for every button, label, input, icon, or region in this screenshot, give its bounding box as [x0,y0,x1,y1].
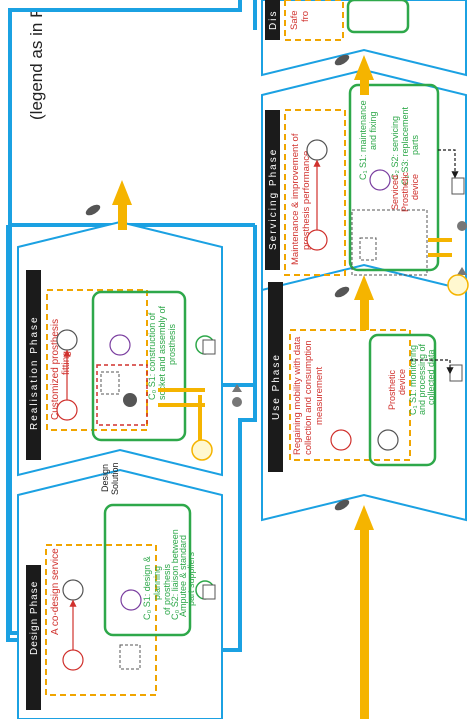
tools-icon [120,589,142,611]
servicing-device-line1: Serviced [390,175,400,210]
design-capability-line6: part suppliers [186,551,196,606]
orange-supply-arrows [158,388,205,440]
design-capability-line1: C₀ S1: design & [142,556,152,620]
design-folder-icon [202,584,216,600]
part-icon-2 [232,384,242,392]
use-device-line1: Prosthetic [387,369,397,410]
use-folder-icon [449,364,463,382]
use-phase-title: Use Phase [271,353,282,420]
phase-chevron-disposal [261,0,467,77]
disposal-phase-title-bar: Dis [265,0,280,40]
design-capability-line5: Amputee & standard [178,535,188,617]
prosthesis-icons [85,54,350,511]
servicing-capability-line1: C₁ S1: maintenance [358,100,368,180]
servicing-service-box: Maintenance & improvement of prosthesis … [284,109,346,276]
use-service-line3: measurement [314,367,325,425]
servicing-device-line3: device [410,174,420,200]
use-handshake-icon [330,429,352,451]
servicing-supply-arrows [428,238,452,257]
servicing-service-line1: Maintenance & improvement of [290,133,301,265]
servicing-capability-line5: parts [410,134,420,155]
design-service-box: A co-design service [45,544,157,696]
design-capability-line3: of prosthesis [162,563,172,615]
servicing-phase-title: Servicing Phase [268,148,279,250]
realisation-capability-line2: socket and assembly of [157,305,167,400]
use-service-box: Regaining mobility with data collection … [289,329,411,461]
design-phase-title-bar: Design Phase [26,565,41,710]
realisation-capability-line3: prosthesis [167,323,177,365]
user-group-icon [119,644,141,670]
realisation-tools-icon [109,334,131,356]
servicing-factory-icon [447,274,469,296]
design-phase-title: Design Phase [29,581,40,655]
servicing-capability-line3: C₂ S2: servicing [390,116,400,180]
design-solution-line2: Solution [110,462,120,495]
design-capability-box: C₀ S1: design & planning of prosthesis C… [103,503,196,637]
use-user-icon [377,429,399,451]
design-service-label: A co-design service [50,548,61,635]
part-icon [232,397,242,407]
user-icon [62,579,84,601]
legend-note: (legend as in F [27,8,46,120]
disposal-service-box [284,0,344,41]
servicing-service-line2: prosthesis performance [301,151,312,250]
realisation-capability-line1: C₀ S1: construction of [147,312,157,400]
use-service-line1: Regaining mobility with data [292,336,303,455]
disposal-service-line1: Safe [289,10,300,30]
servicing-device-line2: Prosthetic [400,171,410,212]
servicing-tools-icon [369,169,391,191]
use-device-line2: device [397,369,407,395]
use-service-line2: collection and consumption [303,340,314,455]
realisation-service-box: Customized prosthesis fitting [46,289,148,431]
servicing-capability-line2: and fixing [368,111,378,150]
servicing-part-icon-2 [457,267,467,275]
design-capability-line2: planning [152,566,162,600]
realisation-service-line1: Customized prosthesis [50,319,61,420]
phase-transition-arrows [112,55,374,719]
realisation-capability-box: C₀ S1: construction of socket and assemb… [91,290,187,442]
use-phase-title-bar: Use Phase [268,282,283,472]
realisation-phase-title: Realisation Phase [29,315,40,430]
realisation-user-icon [56,329,78,351]
disposal-capability-box [346,0,410,34]
realisation-phase-title-bar: Realisation Phase [26,270,41,460]
use-capability-box: C₁ S1: monitoring and processing of coll… [368,333,437,467]
realisation-user-group-icon [100,371,120,395]
handshake-icon [62,649,84,671]
design-solution-line1: Design [100,464,110,492]
use-capability-line2: and processing of [417,343,427,415]
realisation-handshake-icon [56,399,78,421]
servicing-folder-icon [451,177,465,195]
servicing-user-icon [306,139,328,161]
servicing-part-icon [457,221,467,231]
disposal-service-line2: fro [300,11,311,22]
factory-icon [191,439,213,461]
realisation-prosthesis-icon [123,393,137,407]
servicing-handshake-icon [306,229,328,251]
use-capability-line1: C₁ S1: monitoring [408,345,418,415]
servicing-capability-box: C₁ S1: maintenance and fixing C₂ S2: ser… [348,83,440,272]
use-capability-line3: collected data [426,349,436,405]
servicing-inner-box [351,209,428,276]
design-capability-line4: C₀ S2: liaison between [170,529,180,620]
servicing-capability-line4: C₂ S3: replacement [400,106,410,185]
servicing-user-group-icon [359,237,377,261]
realisation-folder-icon [202,339,216,355]
servicing-phase-title-bar: Servicing Phase [265,110,280,270]
disposal-phase-title: Dis [268,10,279,30]
